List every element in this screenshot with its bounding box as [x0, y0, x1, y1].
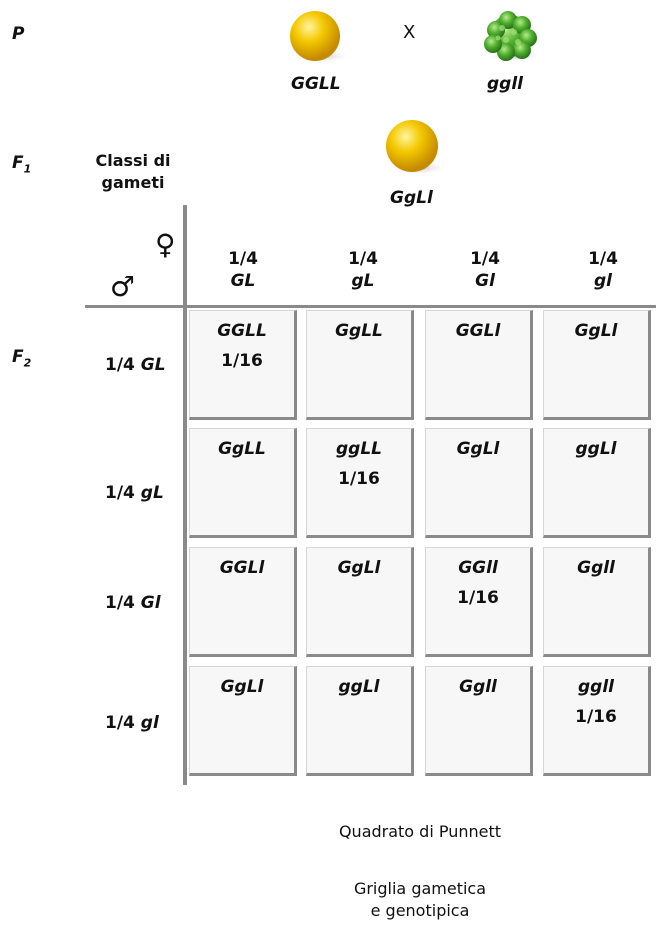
horizontal-axis-line	[85, 305, 656, 308]
parent-right-genotype: ggll	[487, 74, 523, 94]
vertical-axis-line	[183, 205, 187, 785]
punnett-cell: Ggll	[543, 547, 651, 657]
row-header: 1/4 GL	[105, 355, 166, 375]
yellow-smooth-pea-icon	[290, 11, 351, 63]
green-wrinkled-pea-icon	[484, 11, 542, 62]
punnett-cell: GGLl	[425, 310, 533, 420]
gamete-classes-label: Classi di gameti	[95, 151, 171, 192]
male-symbol-icon: ♂	[110, 270, 136, 303]
row-header: 1/4 gl	[105, 713, 159, 733]
parent-left-genotype: GGLL	[291, 74, 341, 94]
punnett-cell: GgLL	[306, 310, 414, 420]
punnett-cell: GgLl	[543, 310, 651, 420]
female-symbol-icon: ♀	[155, 228, 176, 261]
f1-generation-label: F1	[12, 153, 32, 176]
row-header: 1/4 gL	[105, 483, 164, 503]
punnett-cell: Ggll	[425, 666, 533, 776]
punnett-cell: GgLL	[189, 428, 297, 538]
punnett-cell: GgLl	[189, 666, 297, 776]
punnett-cell: ggLl	[306, 666, 414, 776]
row-header: 1/4 Gl	[105, 593, 161, 613]
punnett-cell: GgLl	[306, 547, 414, 657]
p-generation-label: P	[12, 24, 25, 44]
cross-symbol: X	[403, 22, 416, 43]
f2-generation-label: F2	[12, 347, 32, 370]
yellow-smooth-pea-icon	[386, 120, 448, 175]
punnett-cell: ggLl	[543, 428, 651, 538]
punnett-cell: GgLl	[425, 428, 533, 538]
punnett-cell: GGLl	[189, 547, 297, 657]
caption-title: Quadrato di Punnett	[338, 822, 502, 841]
f1-genotype: GgLl	[390, 188, 433, 208]
caption-subtitle: Griglia gametica e genotipica	[353, 879, 487, 920]
